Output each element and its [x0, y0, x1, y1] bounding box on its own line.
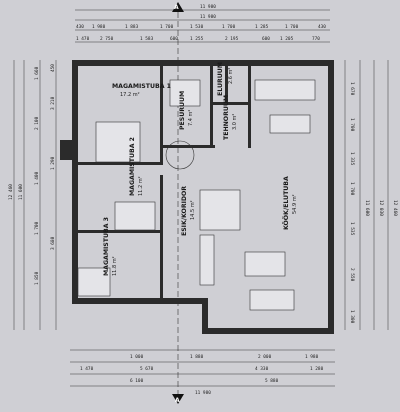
label-magamistuba3: MAGAMISTUBA 3 — [103, 217, 110, 276]
dim-top-r4-6: 600 — [262, 36, 270, 42]
exterior-walls — [60, 60, 334, 334]
bed-1 — [95, 121, 141, 163]
bath-fixture — [169, 79, 201, 107]
label-magamistuba2: MAGAMISTUBA 2 — [129, 137, 136, 196]
dim-top-r3-5: 1 700 — [222, 24, 236, 30]
dim-bot-r2-3: 1 280 — [310, 366, 324, 372]
dim-bot-r1-2: 2 000 — [258, 354, 272, 360]
dining-table — [269, 114, 311, 134]
room-labels: MAGAMISTUBA 1 17.2 m² MAGAMISTUBA 2 11.2… — [103, 62, 298, 276]
desk-3 — [77, 267, 111, 297]
dim-left-r4-0: 450 — [50, 64, 56, 72]
dim-top-r3-0: 430 — [76, 24, 84, 30]
dim-bot-r2-2: 4 330 — [255, 366, 269, 372]
right-dimensions: 12 460 12 030 11 600 1 670 1 700 1 335 1… — [344, 60, 398, 330]
dim-right-r4-7: 1 300 — [349, 310, 355, 324]
dim-top-r4-3: 600 — [170, 36, 178, 42]
dim-top-r3-3: 1 700 — [160, 24, 174, 30]
dim-bot-r3-1: 5 880 — [265, 378, 279, 384]
label-pesuruum: PESURUUM — [179, 91, 186, 130]
dim-top-r3-1: 1 980 — [92, 24, 106, 30]
dim-right-r4-1: 1 670 — [349, 82, 355, 96]
dim-bot-r1-3: 1 980 — [305, 354, 319, 360]
sofa-set — [244, 251, 286, 277]
section-label-bottom: A — [175, 397, 180, 404]
label-koogielutuba: KÖÖK/ELUTUBA — [281, 176, 290, 230]
furniture — [77, 79, 316, 311]
dim-left-r4-2: 1 290 — [50, 156, 56, 170]
section-label-top: A — [174, 4, 179, 11]
dim-top-overall: 11 980 — [200, 4, 216, 10]
section-marker-top: A — [172, 2, 184, 12]
dim-top-r4-2: 1 583 — [140, 36, 154, 42]
sofa — [249, 289, 295, 311]
area-koogielutuba: 54.9 m² — [292, 194, 298, 214]
dim-left-r4-3: 3 680 — [50, 236, 56, 250]
area-magamistuba2: 11.2 m² — [138, 176, 144, 196]
dim-right-row3: 11 600 — [364, 200, 370, 216]
dim-top-r4-5: 2 195 — [225, 36, 239, 42]
dim-left-row2: 11 600 — [18, 184, 24, 200]
dim-right-r4-3: 1 335 — [349, 152, 355, 166]
dim-top-row2: 11 980 — [200, 14, 216, 20]
dim-right-r4-5: 1 535 — [349, 222, 355, 236]
dim-top-r3-8: 430 — [318, 24, 326, 30]
dim-top-r3-6: 1 285 — [255, 24, 269, 30]
label-eluruum: ELURUUM — [217, 62, 224, 96]
dim-left-r3-3: 1 400 — [34, 171, 40, 185]
dim-top-r4-7: 1 205 — [280, 36, 294, 42]
dim-top-r4-1: 2 750 — [100, 36, 114, 42]
dim-bot-r2-0: 1 470 — [80, 366, 94, 372]
dim-top-r4-0: 1 470 — [76, 36, 90, 42]
label-tehnoruum: TEHNORUUM — [223, 95, 230, 140]
dim-bot-r2-1: 5 670 — [140, 366, 154, 372]
section-marker-bottom: A — [172, 394, 184, 404]
kitchen-counter — [254, 79, 316, 101]
dim-bot-r1-1: 1 880 — [190, 354, 204, 360]
kitchen-island — [199, 189, 241, 231]
dim-bot-r3-0: 6 100 — [130, 378, 144, 384]
bed-2 — [114, 201, 156, 231]
dim-top-r4-8: 770 — [312, 36, 320, 42]
area-tehnoruum: 3.0 m² — [232, 114, 238, 130]
label-esikkoridor: ESIK/KORIDOR — [181, 186, 188, 236]
dim-left-r3-4: 1 700 — [34, 221, 40, 235]
area-esikkoridor: 14.5 m² — [190, 200, 196, 220]
dim-top-r3-4: 1 530 — [190, 24, 204, 30]
area-magamistuba1: 17.2 m² — [120, 92, 140, 98]
area-magamistuba3: 11.8 m² — [112, 256, 118, 276]
label-magamistuba1: MAGAMISTUBA 1 — [112, 83, 171, 90]
dim-top-r3-7: 1 700 — [285, 24, 299, 30]
dim-top-r4-4: 1 255 — [190, 36, 204, 42]
dim-right-r4-2: 1 700 — [349, 118, 355, 132]
dim-left-r3-2: 2 100 — [34, 116, 40, 130]
dim-left-r4-1: 3 210 — [50, 96, 56, 110]
dim-bot-r1-0: 1 000 — [130, 354, 144, 360]
bottom-dimensions: 1 000 1 880 2 000 1 980 1 470 5 670 4 33… — [70, 349, 335, 396]
dim-left-r3-1: 1 660 — [34, 66, 40, 80]
dim-left-overall: 12 460 — [8, 184, 14, 200]
counter — [199, 234, 215, 286]
left-dimensions: 12 460 11 600 1 660 2 100 1 400 1 700 1 … — [8, 60, 57, 330]
top-dimensions: 11 980 11 980 430 1 980 1 883 1 700 1 53… — [75, 4, 330, 43]
dim-right-r4-6: 2 550 — [349, 268, 355, 282]
dim-bot-overall: 11 980 — [195, 390, 211, 396]
door-arc-1 — [165, 140, 195, 170]
interior-walls — [78, 66, 251, 298]
dim-left-r3-5: 1 850 — [34, 271, 40, 285]
area-eluruum: 2.6 m² — [228, 68, 234, 84]
dim-top-r3-2: 1 883 — [125, 24, 139, 30]
area-pesuruum: 7.4 m² — [188, 110, 194, 126]
dim-right-row2: 12 030 — [378, 200, 384, 216]
dim-right-r4-4: 1 700 — [349, 182, 355, 196]
dim-right-overall: 12 460 — [392, 200, 398, 216]
